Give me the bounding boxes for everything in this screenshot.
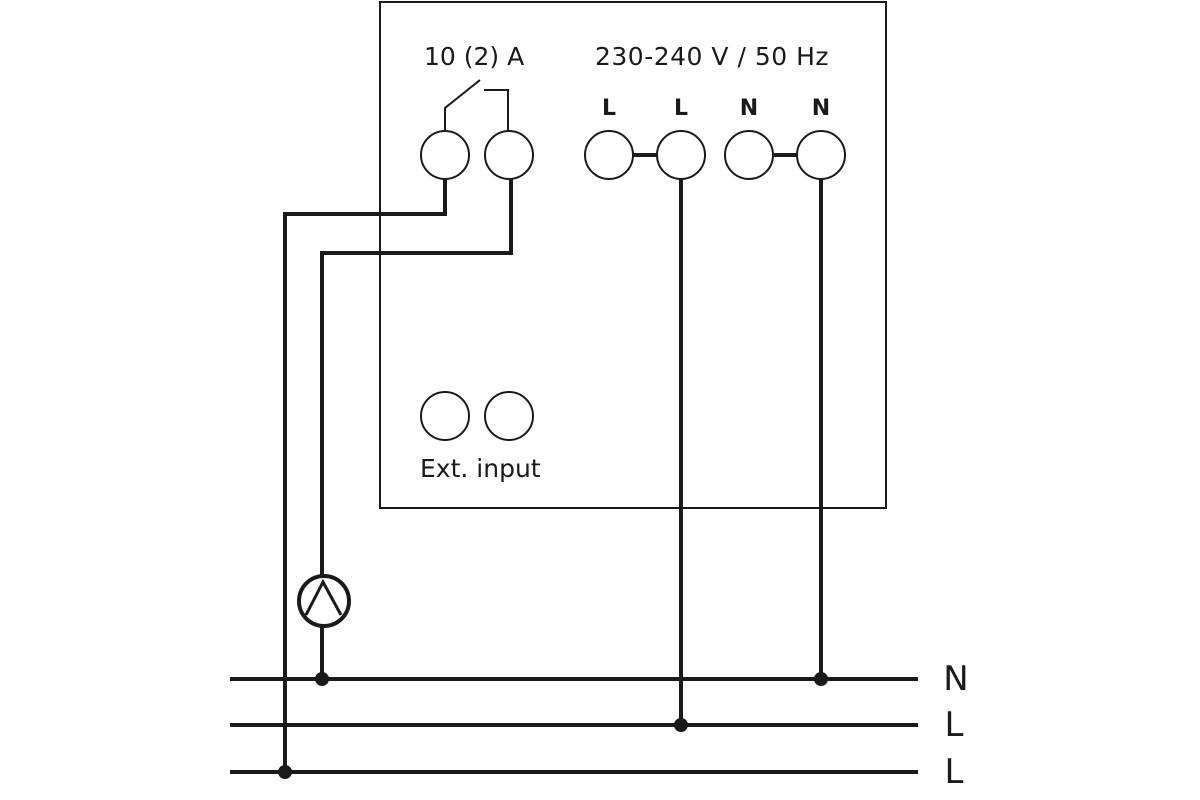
terminal-label-n1: N [739,96,759,121]
junction-dot [814,672,828,686]
terminal-l1 [584,130,634,180]
supply-rating-label: 230-240 V / 50 Hz [595,42,830,71]
junction-dot [278,765,292,779]
relay-contact-symbol [444,79,509,130]
bus-label-n: N [943,659,969,699]
relay-rating-label: 10 (2) A [424,42,525,71]
terminal-label-l2: L [673,96,689,121]
ext-input-terminals [420,391,534,441]
relay-terminal-2 [484,130,534,180]
ext-input-label: Ext. input [420,454,541,483]
junction-dot [674,718,688,732]
junction-dots [278,672,828,779]
terminal-l2 [656,130,706,180]
pump-symbol [297,574,351,628]
relay-terminals [420,130,534,180]
supply-terminals [584,130,846,180]
bus-label-l2: L [944,752,964,792]
terminal-n1 [724,130,774,180]
wire-relay-to-pump [320,179,513,575]
wires [283,179,823,772]
relay-terminal-1 [420,130,470,180]
ext-input-terminal-2 [484,391,534,441]
ext-input-terminal-1 [420,391,470,441]
terminal-label-l1: L [601,96,617,121]
bus-label-l1: L [944,705,964,745]
junction-dot [315,672,329,686]
terminal-label-n2: N [811,96,831,121]
terminal-n2 [796,130,846,180]
wire-relay-to-l-bus [283,179,447,772]
bus-lines [230,677,918,774]
